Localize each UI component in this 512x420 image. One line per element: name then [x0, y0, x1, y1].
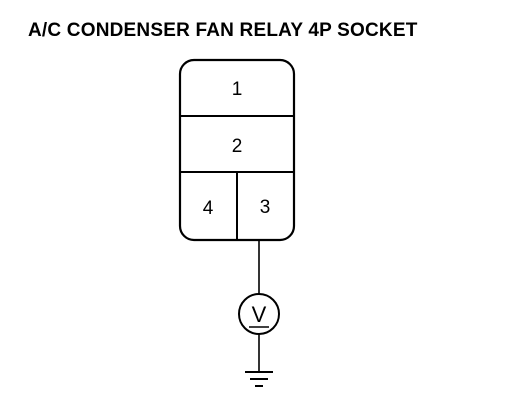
voltmeter-label: V: [252, 302, 267, 327]
terminal-1-label: 1: [232, 79, 243, 100]
voltmeter-icon: V: [238, 293, 280, 335]
terminal-2-label: 2: [232, 136, 243, 157]
ground-icon: [245, 371, 273, 387]
terminal-3-label: 3: [260, 197, 271, 218]
terminal-4-label: 4: [203, 198, 214, 219]
diagram-title: A/C CONDENSER FAN RELAY 4P SOCKET: [28, 20, 418, 41]
relay-socket: 1 2 4 3: [178, 58, 296, 242]
